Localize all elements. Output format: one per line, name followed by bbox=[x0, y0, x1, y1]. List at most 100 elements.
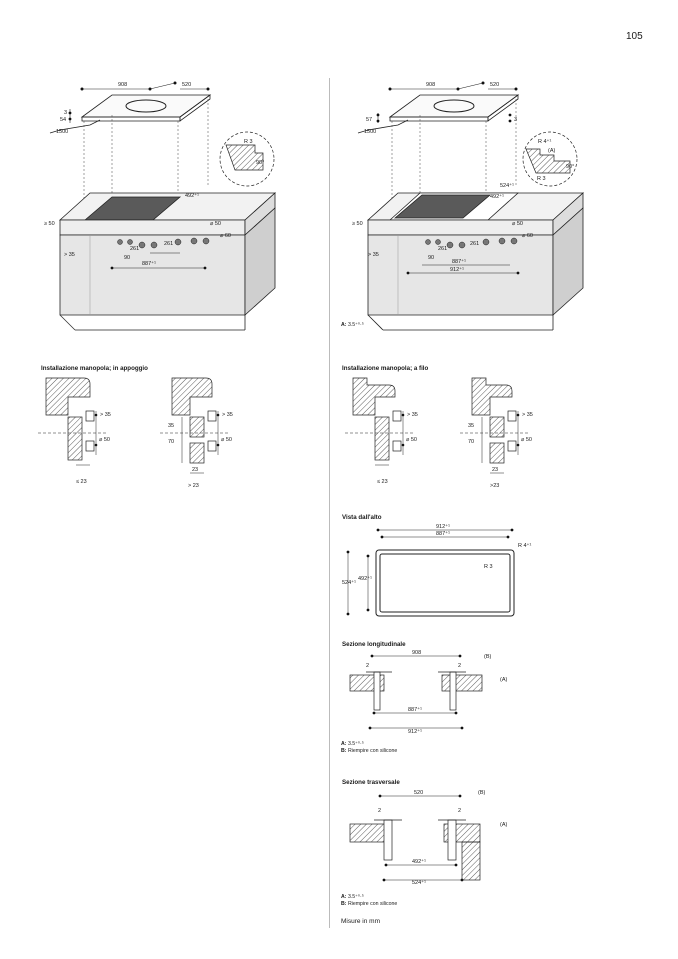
detail-angle: 90° bbox=[256, 160, 264, 166]
long-notes: A: 3.5⁺⁰·⁵ B: Riempire con silicone bbox=[341, 741, 397, 755]
r-dim-knob-diam2: ⌀ 60 bbox=[522, 233, 533, 239]
r-knob-a-diam: ⌀ 50 bbox=[406, 437, 417, 443]
section-title-knob-flush: Installazione manopola; a filo bbox=[342, 365, 429, 372]
r-detail-radius2: R 4⁺¹ bbox=[538, 138, 551, 145]
top-view-r-inner: R 3 bbox=[484, 564, 493, 570]
cross-a: (A) bbox=[500, 822, 508, 828]
cross-top: 520 bbox=[414, 790, 423, 796]
top-view-w2: 887⁺¹ bbox=[436, 530, 450, 537]
right-installation-drawing: 908 520 57 3 1500 R 4⁺¹ (A) 90° R 3 524⁺… bbox=[352, 81, 585, 331]
left-installation-drawing: 908 520 3 54 1500 R 3 90° 492⁺¹ bbox=[44, 81, 277, 331]
cross-note-a-value: 3.5⁺⁰·⁵ bbox=[347, 894, 364, 900]
note-a-label: A: bbox=[341, 322, 347, 328]
r-dim-thk-top: 57 bbox=[366, 117, 372, 123]
cross-b: (B) bbox=[478, 790, 486, 796]
r-knob-b-diam: ⌀ 50 bbox=[521, 437, 532, 443]
long-note-b-value: Riempire con silicone bbox=[347, 748, 398, 754]
cross-section-drawing: 520 2 2 (B) (A) 492⁺¹ 524⁺¹ bbox=[349, 790, 508, 886]
long-outer: 912⁺¹ bbox=[408, 728, 422, 735]
cross-note-a-label: A: bbox=[341, 894, 347, 900]
dim-thk-body: 54 bbox=[60, 117, 66, 123]
dim-cutout-depth: 492⁺¹ bbox=[185, 192, 199, 199]
knob-b-bottom: > 23 bbox=[188, 483, 199, 489]
r-dim-depth: 520 bbox=[490, 82, 499, 88]
r-dim-width: 908 bbox=[426, 82, 435, 88]
r-dim-knob-diam: ⌀ 50 bbox=[512, 221, 523, 227]
long-note-a-value: 3.5⁺⁰·⁵ bbox=[347, 741, 364, 747]
dim-knob-diam2: ⌀ 60 bbox=[220, 233, 231, 239]
cross-gap-r: 2 bbox=[458, 808, 461, 814]
long-inner: 887⁺¹ bbox=[408, 706, 422, 713]
dim-width: 908 bbox=[118, 82, 127, 88]
right-note-a: A: 3.5⁺⁰·⁵ bbox=[341, 322, 364, 329]
dim-knob-dist: 90 bbox=[124, 255, 130, 261]
section-title-knob-mounted: Installazione manopola; in appoggio bbox=[41, 365, 148, 372]
top-view-w1: 912⁺¹ bbox=[436, 523, 450, 530]
r-dim-cable: 1500 bbox=[364, 129, 376, 135]
section-title-longitudinal: Sezione longitudinale bbox=[342, 641, 406, 648]
knob-b-diam: ⌀ 50 bbox=[221, 437, 232, 443]
dim-cutout-width: 887⁺¹ bbox=[142, 260, 156, 267]
top-view-d1: 524⁺¹ bbox=[342, 579, 356, 586]
dim-spacing-a: 261 bbox=[130, 246, 139, 252]
left-knob-detail-a: > 35 ⌀ 50 ≤ 23 bbox=[38, 377, 111, 485]
cross-note-b-label: B: bbox=[341, 901, 347, 907]
dim-knob-diam: ⌀ 50 bbox=[210, 221, 221, 227]
knob-b-h1: 35 bbox=[168, 423, 174, 429]
r-dim-spacing-b: 261 bbox=[470, 241, 479, 247]
r-knob-b-h2: 70 bbox=[468, 439, 474, 445]
knob-b-w: 23 bbox=[192, 467, 198, 473]
r-knob-a-bottom: ≤ 23 bbox=[377, 479, 388, 485]
dim-knob-clear: > 35 bbox=[64, 252, 75, 258]
section-title-cross: Sezione trasversale bbox=[342, 779, 400, 786]
units-footer: Misure in mm bbox=[341, 918, 381, 925]
long-note-b-label: B: bbox=[341, 748, 347, 754]
dim-spacing-b: 261 bbox=[164, 241, 173, 247]
dim-cable: 1500 bbox=[56, 129, 68, 135]
r-dim-depth2: 492⁺¹ bbox=[490, 193, 504, 200]
r-dim-knob-clear: > 35 bbox=[368, 252, 379, 258]
r-dim-thk-side: 3 bbox=[514, 117, 517, 123]
long-gap-r: 2 bbox=[458, 663, 461, 669]
r-knob-b-bottom: >23 bbox=[490, 483, 499, 489]
r-knob-b-w: 23 bbox=[492, 467, 498, 473]
long-a: (A) bbox=[500, 677, 508, 683]
r-dim-cutout-width2: 912⁺¹ bbox=[450, 266, 464, 273]
r-dim-left-clear: ≥ 50 bbox=[352, 221, 363, 227]
top-view-drawing: 912⁺¹ 887⁺¹ R 4⁺¹ R 3 524⁺¹ 492⁺¹ bbox=[342, 523, 531, 617]
long-b: (B) bbox=[484, 654, 492, 660]
knob-a-diam: ⌀ 50 bbox=[99, 437, 110, 443]
cross-outer: 524⁺¹ bbox=[412, 879, 426, 886]
column-divider bbox=[329, 78, 330, 928]
note-a-value: 3.5⁺⁰·⁵ bbox=[347, 322, 364, 328]
top-view-d2: 492⁺¹ bbox=[358, 575, 372, 582]
knob-b-h2: 70 bbox=[168, 439, 174, 445]
r-knob-b-h1: 35 bbox=[468, 423, 474, 429]
knob-a-gap: > 35 bbox=[100, 412, 111, 418]
r-detail-a: (A) bbox=[548, 148, 556, 154]
top-view-r-outer: R 4⁺¹ bbox=[518, 542, 531, 549]
longitudinal-section-drawing: 908 2 2 (B) (A) 887⁺¹ 912⁺¹ bbox=[349, 650, 508, 735]
r-dim-depth1: 524⁺¹ bbox=[500, 182, 514, 189]
long-gap-l: 2 bbox=[366, 663, 369, 669]
right-knob-detail-b: > 35 35 70 ⌀ 50 23 >23 bbox=[460, 377, 533, 489]
right-knob-detail-a: > 35 ⌀ 50 ≤ 23 bbox=[345, 377, 418, 485]
detail-radius: R 3 bbox=[244, 139, 253, 145]
page-number: 105 bbox=[626, 31, 643, 42]
knob-b-gap: > 35 bbox=[222, 412, 233, 418]
r-detail-angle: 90° bbox=[566, 164, 574, 170]
cross-notes: A: 3.5⁺⁰·⁵ B: Riempire con silicone bbox=[341, 894, 397, 908]
r-knob-a-gap: > 35 bbox=[407, 412, 418, 418]
dim-left-clear: ≥ 50 bbox=[44, 221, 55, 227]
left-knob-detail-b: > 35 35 70 ⌀ 50 23 > 23 bbox=[160, 377, 233, 489]
r-detail-radius: R 3 bbox=[537, 176, 546, 182]
r-dim-cutout-width1: 887⁺¹ bbox=[452, 258, 466, 265]
section-title-top-view: Vista dall'alto bbox=[342, 514, 382, 521]
dim-thk-top: 3 bbox=[64, 110, 67, 116]
cross-note-b-value: Riempire con silicone bbox=[347, 901, 398, 907]
r-knob-b-gap: > 35 bbox=[522, 412, 533, 418]
cross-gap-l: 2 bbox=[378, 808, 381, 814]
r-dim-spacing-a: 261 bbox=[438, 246, 447, 252]
dim-depth: 520 bbox=[182, 82, 191, 88]
long-top: 908 bbox=[412, 650, 421, 656]
